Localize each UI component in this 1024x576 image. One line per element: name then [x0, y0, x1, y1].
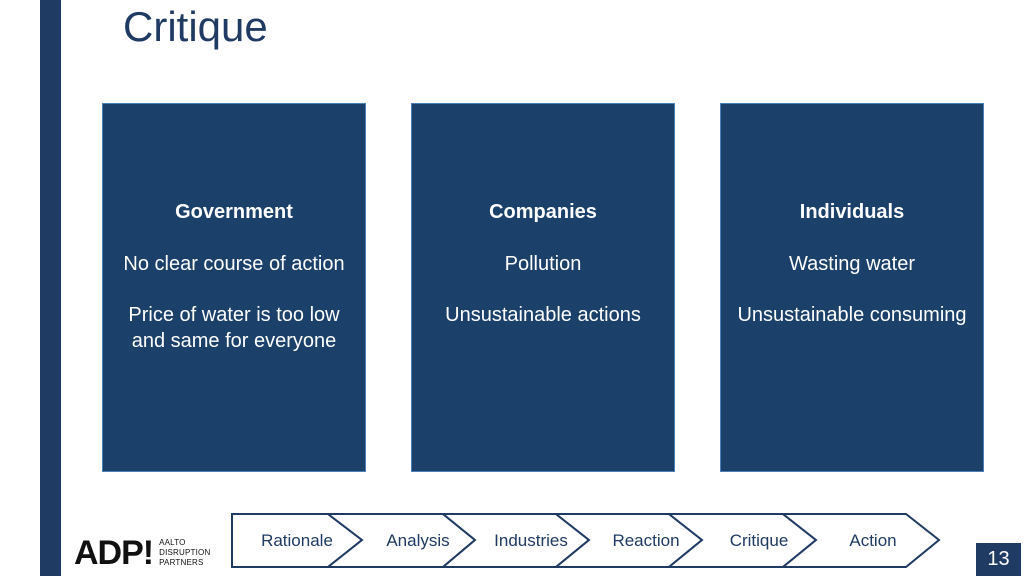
nav-item-critique[interactable]: Critique [729, 531, 789, 550]
process-nav: Rationale Analysis Industries Reaction C… [230, 511, 942, 571]
logo-text-line: AALTO [159, 538, 186, 547]
card-line: No clear course of action [123, 253, 345, 275]
card-companies: Companies Pollution Unsustainable action… [411, 103, 675, 472]
card-heading: Companies [489, 201, 597, 223]
page-number: 13 [976, 543, 1021, 576]
chevron-arrows [231, 513, 941, 568]
card-body: Pollution Unsustainable actions [418, 252, 668, 354]
card-body: Wasting water Unsustainable consuming [727, 252, 977, 354]
logo-text-line: PARTNERS [159, 558, 204, 567]
card-line: Unsustainable actions [445, 304, 641, 326]
card-line: Wasting water [789, 253, 915, 275]
nav-item-action[interactable]: Action [849, 531, 897, 550]
card-government: Government No clear course of action Pri… [102, 103, 366, 472]
left-accent-bar [40, 0, 61, 576]
card-body: No clear course of action Price of water… [109, 252, 359, 380]
chevron-shape [780, 513, 941, 568]
card-heading: Government [175, 201, 293, 223]
logo-text: AALTO DISRUPTION PARTNERS [159, 538, 210, 568]
logo-mark: ADP! [74, 534, 154, 572]
adp-logo: ADP! AALTO DISRUPTION PARTNERS [74, 536, 210, 570]
nav-item-reaction[interactable]: Reaction [612, 531, 680, 550]
card-line: Pollution [504, 253, 582, 275]
nav-item-rationale[interactable]: Rationale [261, 531, 333, 550]
nav-item-analysis[interactable]: Analysis [386, 531, 450, 550]
card-line: Price of water is too low and same for e… [128, 304, 340, 352]
card-heading: Individuals [799, 201, 905, 223]
slide-title: Critique [123, 3, 268, 50]
card-individuals: Individuals Wasting water Unsustainable … [720, 103, 984, 472]
logo-text-line: DISRUPTION [159, 548, 211, 557]
card-line: Unsustainable consuming [737, 304, 967, 326]
nav-item-industries[interactable]: Industries [494, 531, 568, 550]
